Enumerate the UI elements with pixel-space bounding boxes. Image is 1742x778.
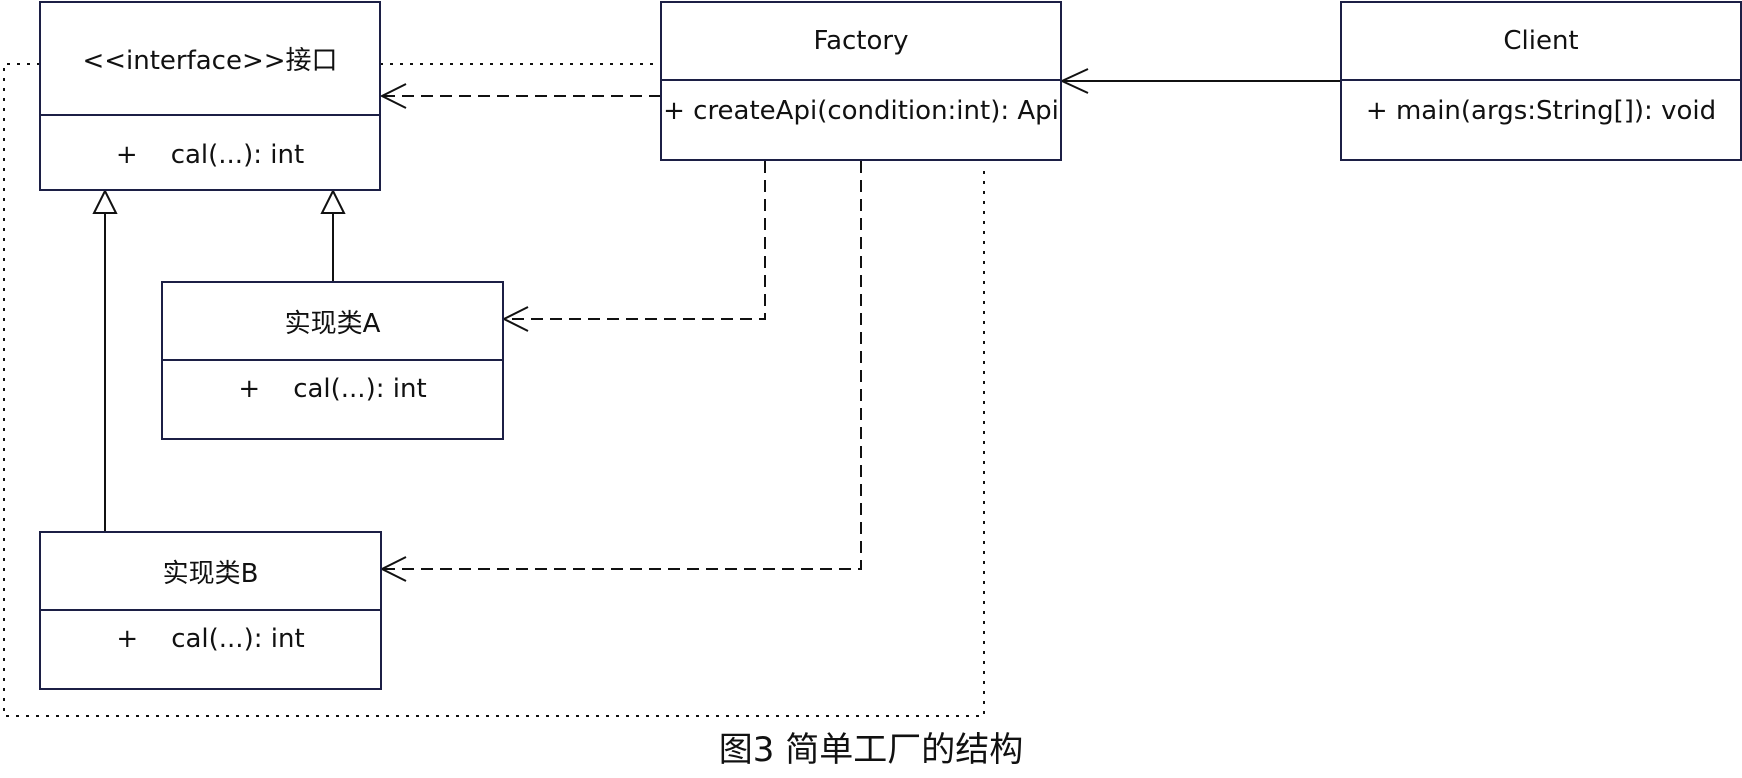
- open-arrowhead: [379, 83, 407, 109]
- class-factory: Factory + createApi(condition:int): Api: [660, 1, 1062, 161]
- class-impl-b: 实现类B + cal(...): int: [39, 531, 382, 690]
- class-operation: + cal(...): int: [238, 374, 427, 404]
- figure-caption: 图3 简单工厂的结构: [718, 730, 1024, 770]
- class-operation: + cal(...): int: [116, 624, 305, 654]
- open-arrowhead: [379, 556, 407, 582]
- hollow-triangle-arrowhead: [320, 188, 346, 214]
- class-name: 实现类A: [163, 283, 502, 361]
- class-operation: + cal(...): int: [115, 139, 305, 170]
- class-impl-a: 实现类A + cal(...): int: [161, 281, 504, 440]
- class-name: 实现类B: [41, 533, 380, 611]
- dependency-factory-impl-b: [382, 161, 862, 570]
- class-operation: + createApi(condition:int): Api: [663, 95, 1059, 126]
- open-arrowhead: [501, 306, 529, 332]
- class-name: Factory: [662, 3, 1060, 81]
- dependency-factory-impl-a: [504, 161, 766, 320]
- class-name: Client: [1342, 3, 1740, 81]
- hollow-triangle-arrowhead: [92, 188, 118, 214]
- class-operation: + main(args:String[]): void: [1365, 95, 1717, 126]
- class-client: Client + main(args:String[]): void: [1340, 1, 1742, 161]
- class-name: <<interface>>接口: [41, 3, 379, 116]
- dotted-boundary: [3, 63, 985, 717]
- open-arrowhead: [1059, 68, 1089, 94]
- class-interface: <<interface>>接口 + cal(...): int: [39, 1, 381, 191]
